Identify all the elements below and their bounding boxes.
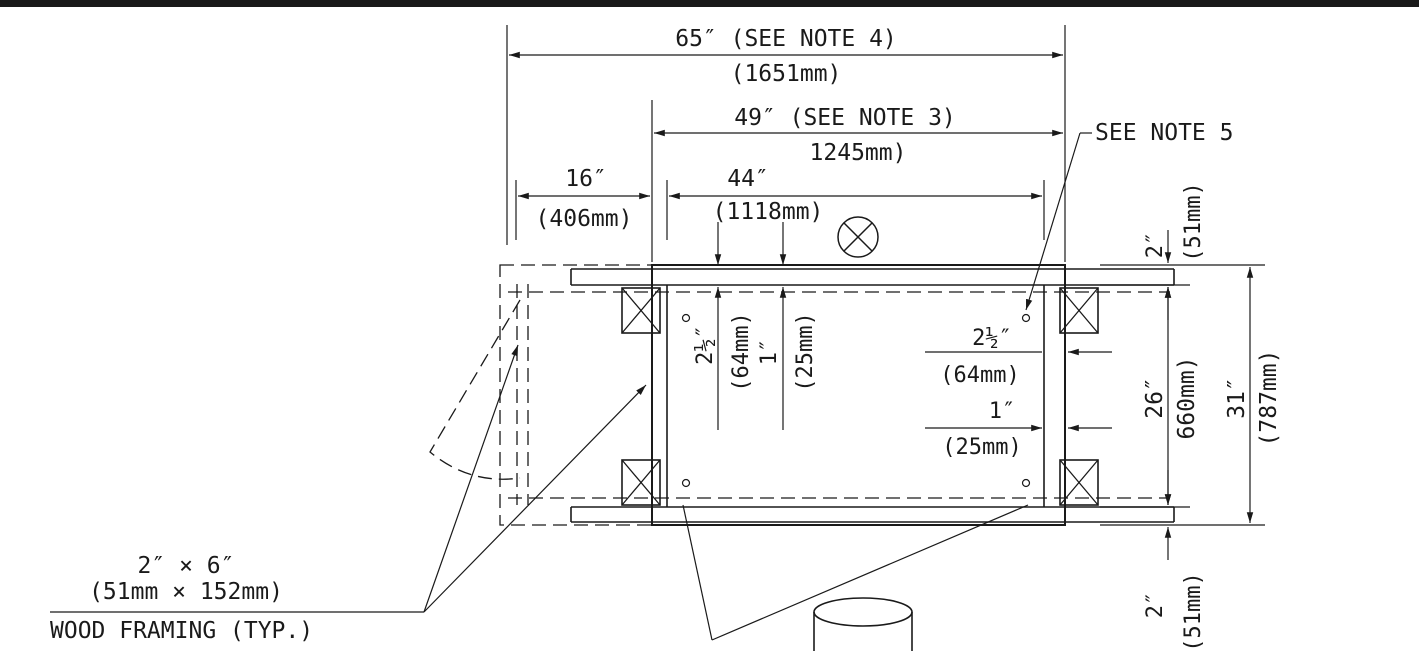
pipe-cylinder (813, 597, 913, 651)
wood-framing-callout: 2″ × 6″ (51mm × 152mm) WOOD FRAMING (TYP… (50, 344, 647, 644)
see-note-5: SEE NOTE 5 (1095, 120, 1233, 146)
bottom-clearance-metric: (51mm) (1181, 572, 1206, 651)
left-rail-metric: (25mm) (793, 312, 818, 391)
overall-depth-metric: (787mm) (1256, 350, 1282, 447)
dim-opening-width: 49″ (SEE NOTE 3) 1245mm) (651, 100, 1063, 262)
dim-left-offset: 16″ (406mm) (515, 166, 650, 240)
right-rail-value: 1″ (989, 399, 1016, 424)
cabinet-frame (570, 264, 1175, 526)
inner-depth-metric: 660mm) (1174, 356, 1200, 439)
right-gap-value: 2½″ (972, 326, 1012, 351)
dim-overall-width: 65″ (SEE NOTE 4) (1651mm) (506, 25, 1066, 262)
note-5-callout: SEE NOTE 5 (1025, 120, 1233, 311)
opening-width-metric: 1245mm) (810, 140, 907, 166)
top-border (0, 0, 1419, 7)
dim-left-inner: 2½″ (64mm) 1″ (25mm) (693, 222, 818, 430)
left-gap-metric: (64mm) (729, 312, 754, 391)
dim-inner-width: 44″ (1118mm) (666, 166, 1045, 240)
wood-blocks (621, 287, 1099, 506)
framing-label: WOOD FRAMING (TYP.) (50, 618, 313, 644)
top-clearance-metric: (51mm) (1181, 182, 1206, 261)
left-gap-value: 2½″ (693, 325, 718, 365)
overall-depth-value: 31″ (1224, 377, 1250, 419)
left-rail-value: 1″ (757, 339, 782, 366)
x-circle-symbol (837, 216, 879, 258)
framing-metric: (51mm × 152mm) (89, 579, 283, 605)
inner-width-metric: (1118mm) (713, 199, 824, 225)
pipe-leader (682, 504, 1029, 641)
overall-width-metric: (1651mm) (731, 61, 842, 87)
inner-depth-value: 26″ (1142, 377, 1168, 419)
right-gap-metric: (64mm) (940, 363, 1019, 388)
left-offset-metric: (406mm) (536, 206, 633, 232)
left-offset-value: 16″ (565, 166, 607, 192)
framing-size: 2″ × 6″ (138, 553, 235, 579)
opening-width-value: 49″ (SEE NOTE 3) (734, 105, 956, 131)
right-rail-metric: (25mm) (942, 435, 1021, 460)
bottom-clearance-value: 2″ (1143, 592, 1168, 619)
dim-right-vertical: 2″ (51mm) 26″ 660mm) 31″ (787mm) 2″ (51m… (1100, 182, 1282, 651)
inner-width-value: 44″ (727, 166, 769, 192)
hidden-lines (429, 264, 1170, 526)
dim-right-inner: 2½″ (64mm) 1″ (25mm) (925, 326, 1112, 460)
overall-width-value: 65″ (SEE NOTE 4) (675, 26, 897, 52)
top-clearance-value: 2″ (1143, 232, 1168, 259)
